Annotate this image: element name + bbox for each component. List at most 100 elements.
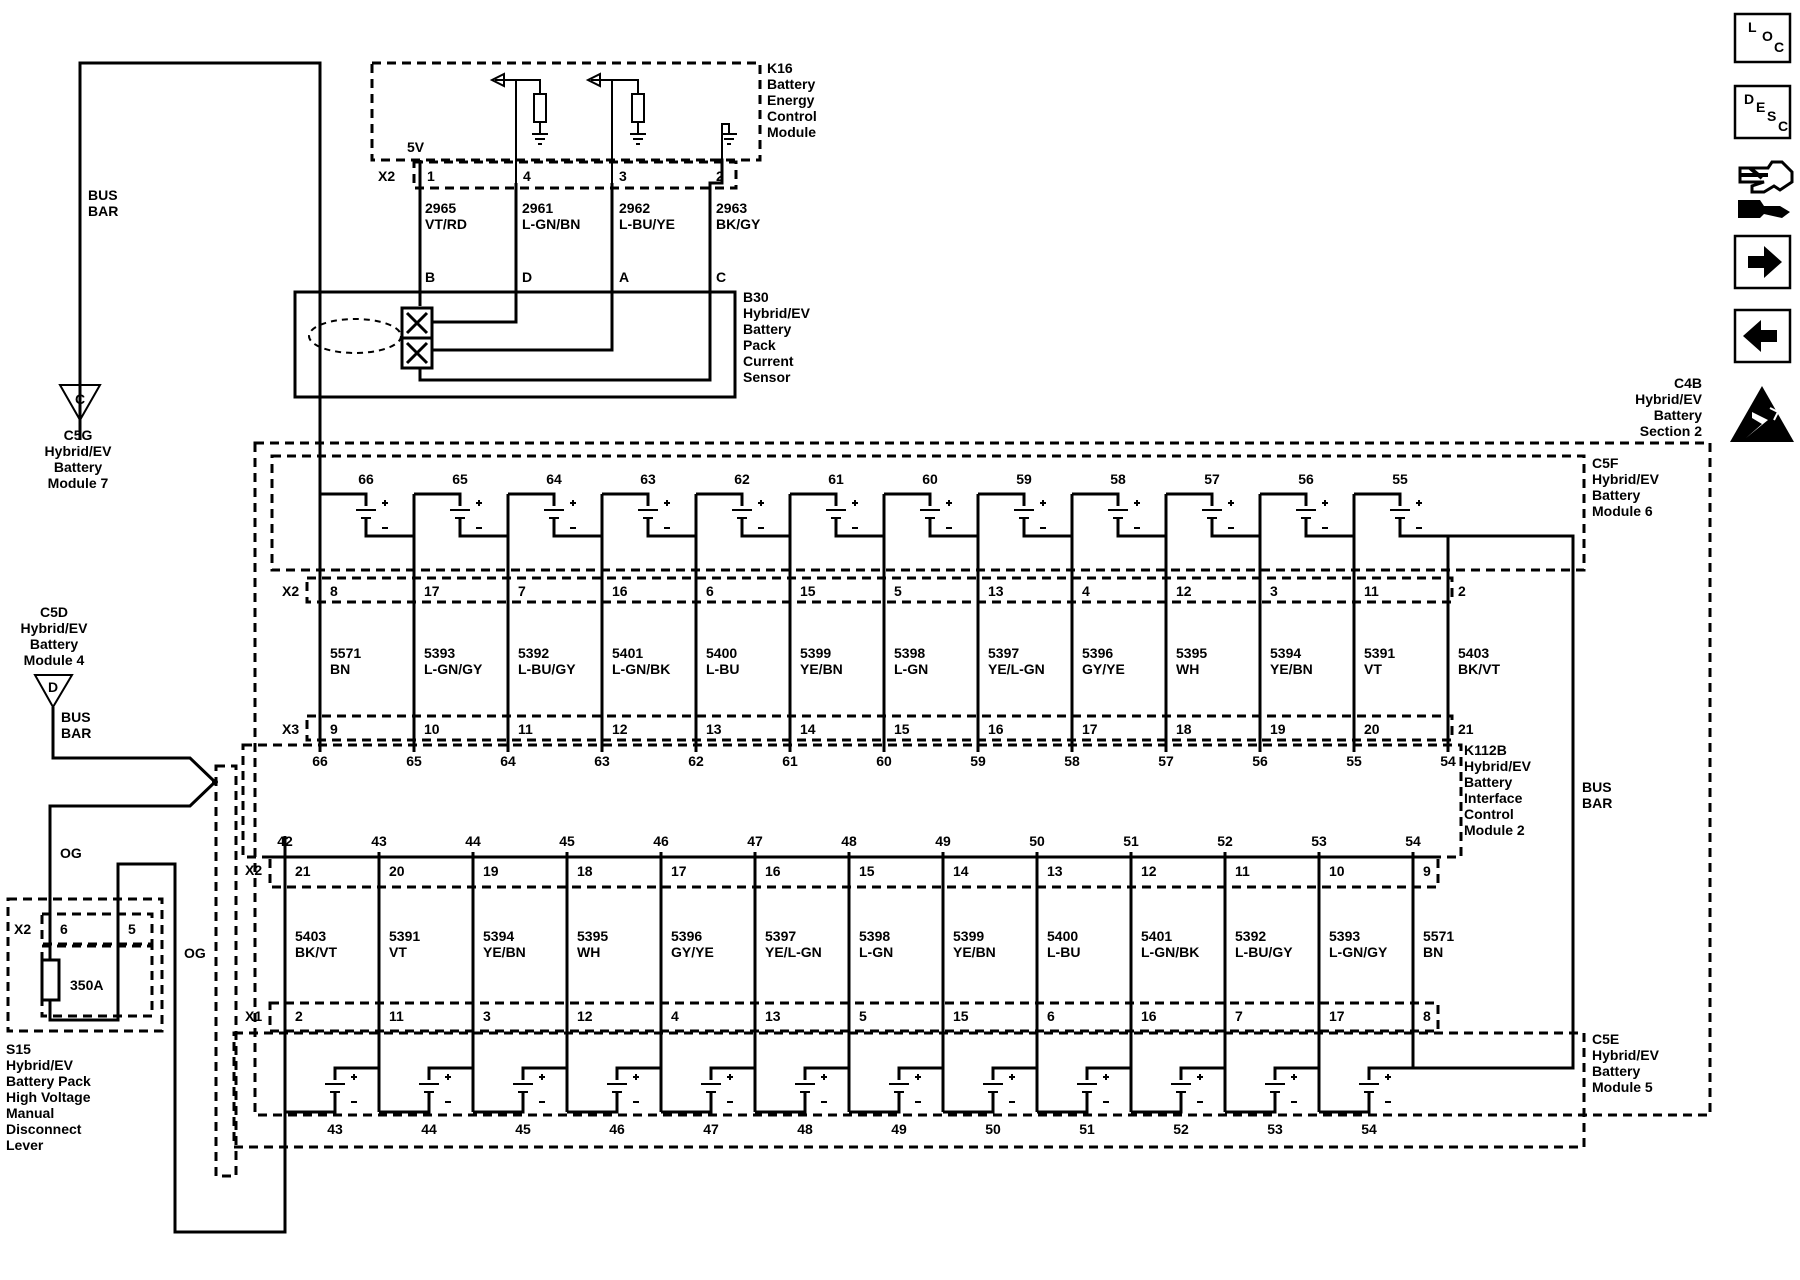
desc-button[interactable]: D E S C [1733, 84, 1792, 140]
module5-wire-color: L-GN/GY [1329, 944, 1388, 960]
module6-x3-pin: 10 [424, 721, 440, 737]
k112b-terminal-upper: 66 [312, 753, 328, 769]
c5g-connector-triangle [58, 384, 102, 423]
battery-cell-icon [607, 1074, 639, 1103]
module6-x2-pin: 6 [706, 583, 714, 599]
module6-circuit-number: 5403 [1458, 645, 1489, 661]
module6-circuit-number: 5396 [1082, 645, 1113, 661]
battery-cell-icon [544, 500, 576, 529]
b30-line2: Battery [743, 321, 791, 337]
cell-link-wire [803, 1066, 849, 1080]
module5-x2-pin: 14 [953, 863, 969, 879]
module6-circuit-number: 5394 [1270, 645, 1301, 661]
module6-cell-number: 66 [358, 471, 374, 487]
cell-link-wire [1354, 492, 1402, 506]
k16-pin-4: 4 [523, 168, 531, 184]
module6-x3-pin: 14 [800, 721, 816, 737]
module5-x1-pin: 8 [1423, 1008, 1431, 1024]
b30-sensor-loop [308, 318, 402, 354]
k112b-terminal-upper: 56 [1252, 753, 1268, 769]
k112b-terminal-lower: 52 [1217, 833, 1233, 849]
b30-id: B30 [743, 289, 769, 305]
c4b-id: C4B [1674, 375, 1702, 391]
bus-bar-wire-right [1408, 534, 1575, 1070]
module5-circuit-number: 5400 [1047, 928, 1078, 944]
b30-sensor-box [293, 290, 737, 399]
battery-cell-icon [889, 1074, 921, 1103]
module5-circuit-number: 5393 [1329, 928, 1360, 944]
module6-x2-pin: 12 [1176, 583, 1192, 599]
k112b-id: K112B [1464, 742, 1507, 758]
module5-x2-pin: 15 [859, 863, 875, 879]
module5-x2-pin: 13 [1047, 863, 1063, 879]
k112b-terminal-lower: 48 [841, 833, 857, 849]
s15-line4: Manual [6, 1105, 54, 1121]
cell-link-wire [508, 492, 556, 506]
c5d-line3: Module 4 [24, 652, 85, 668]
k112b-terminal-upper: 59 [970, 753, 986, 769]
module5-circuit-number: 5397 [765, 928, 796, 944]
cell-link-wire [1116, 518, 1166, 538]
c5d-id: C5D [40, 604, 68, 620]
cell-link-wire [379, 1092, 431, 1114]
module6-x3-pin: 13 [706, 721, 722, 737]
module5-x2-pin: 21 [295, 863, 311, 879]
s15-line3: High Voltage [6, 1089, 91, 1105]
battery-cell-icon [1108, 500, 1140, 529]
k16-pin-2: 2 [716, 168, 724, 184]
c5f-line1: Hybrid/EV [1592, 471, 1660, 487]
module6-cell-number: 65 [452, 471, 468, 487]
module6-x2-pin: 17 [424, 583, 440, 599]
arrow-left-icon[interactable] [1733, 308, 1792, 364]
circuit-2963: 2963 [716, 200, 747, 216]
s15-x2-label: X2 [14, 921, 31, 937]
module6-circuit-number: 5399 [800, 645, 831, 661]
cell-link-wire [1225, 1092, 1277, 1114]
circuit-2965: 2965 [425, 200, 456, 216]
bus-bar-wire-mid [51, 707, 217, 784]
desc-letter-s: S [1767, 108, 1776, 124]
module5-x2-pin: 12 [1141, 863, 1157, 879]
module6-x2-pin: 3 [1270, 583, 1278, 599]
module5-cell-number: 51 [1079, 1121, 1095, 1137]
desc-letter-d: D [1744, 91, 1754, 107]
module6-cell-group: 6685571BN96665175393L-GN/GY10656475392L-… [312, 471, 1500, 769]
module6-cell-number: 61 [828, 471, 844, 487]
cell-link-wire [943, 1092, 995, 1114]
cell-link-wire [790, 492, 838, 506]
module5-x1-pin: 3 [483, 1008, 491, 1024]
module6-x2-pin: 4 [1082, 583, 1090, 599]
battery-cell-icon [1359, 1074, 1391, 1103]
c5f-id: C5F [1592, 455, 1619, 471]
c5g-id: C5G [64, 427, 93, 443]
arrow-right-icon[interactable] [1733, 234, 1792, 290]
loc-button[interactable]: L O C [1733, 12, 1792, 64]
k112b-terminal-lower: 50 [1029, 833, 1045, 849]
module5-x2-pin: 11 [1235, 863, 1250, 879]
b30-sensor-element-1 [400, 306, 434, 340]
module5-wire-color: BN [1423, 944, 1443, 960]
hv-disconnect-switch [48, 780, 217, 960]
k112b-terminal-upper: 58 [1064, 753, 1080, 769]
desc-letter-e: E [1756, 99, 1765, 115]
cell-link-wire [709, 1066, 755, 1080]
module6-wire-color: L-GN/BK [612, 661, 670, 677]
module6-x3-connector [305, 714, 1454, 742]
c4b-section-box [253, 441, 1712, 1117]
module5-x2-pin: 9 [1423, 863, 1431, 879]
wrench-hand-icon[interactable] [1738, 160, 1794, 218]
module6-cell-number: 57 [1204, 471, 1220, 487]
module6-x2-pin: 8 [330, 583, 338, 599]
module5-wire-color: BK/VT [295, 944, 337, 960]
module5-circuit-number: 5398 [859, 928, 890, 944]
module6-x3-pin: 12 [612, 721, 628, 737]
module5-cell-number: 54 [1361, 1121, 1377, 1137]
module5-x2-pin: 18 [577, 863, 593, 879]
module6-x2-pin: 2 [1458, 583, 1466, 599]
module6-circuit-number: 5398 [894, 645, 925, 661]
battery-cell-icon [1171, 1074, 1203, 1103]
module6-circuit-number: 5397 [988, 645, 1019, 661]
module6-x2-pin: 15 [800, 583, 816, 599]
cell-link-wire [1179, 1066, 1225, 1080]
battery-cell-icon [1014, 500, 1046, 529]
